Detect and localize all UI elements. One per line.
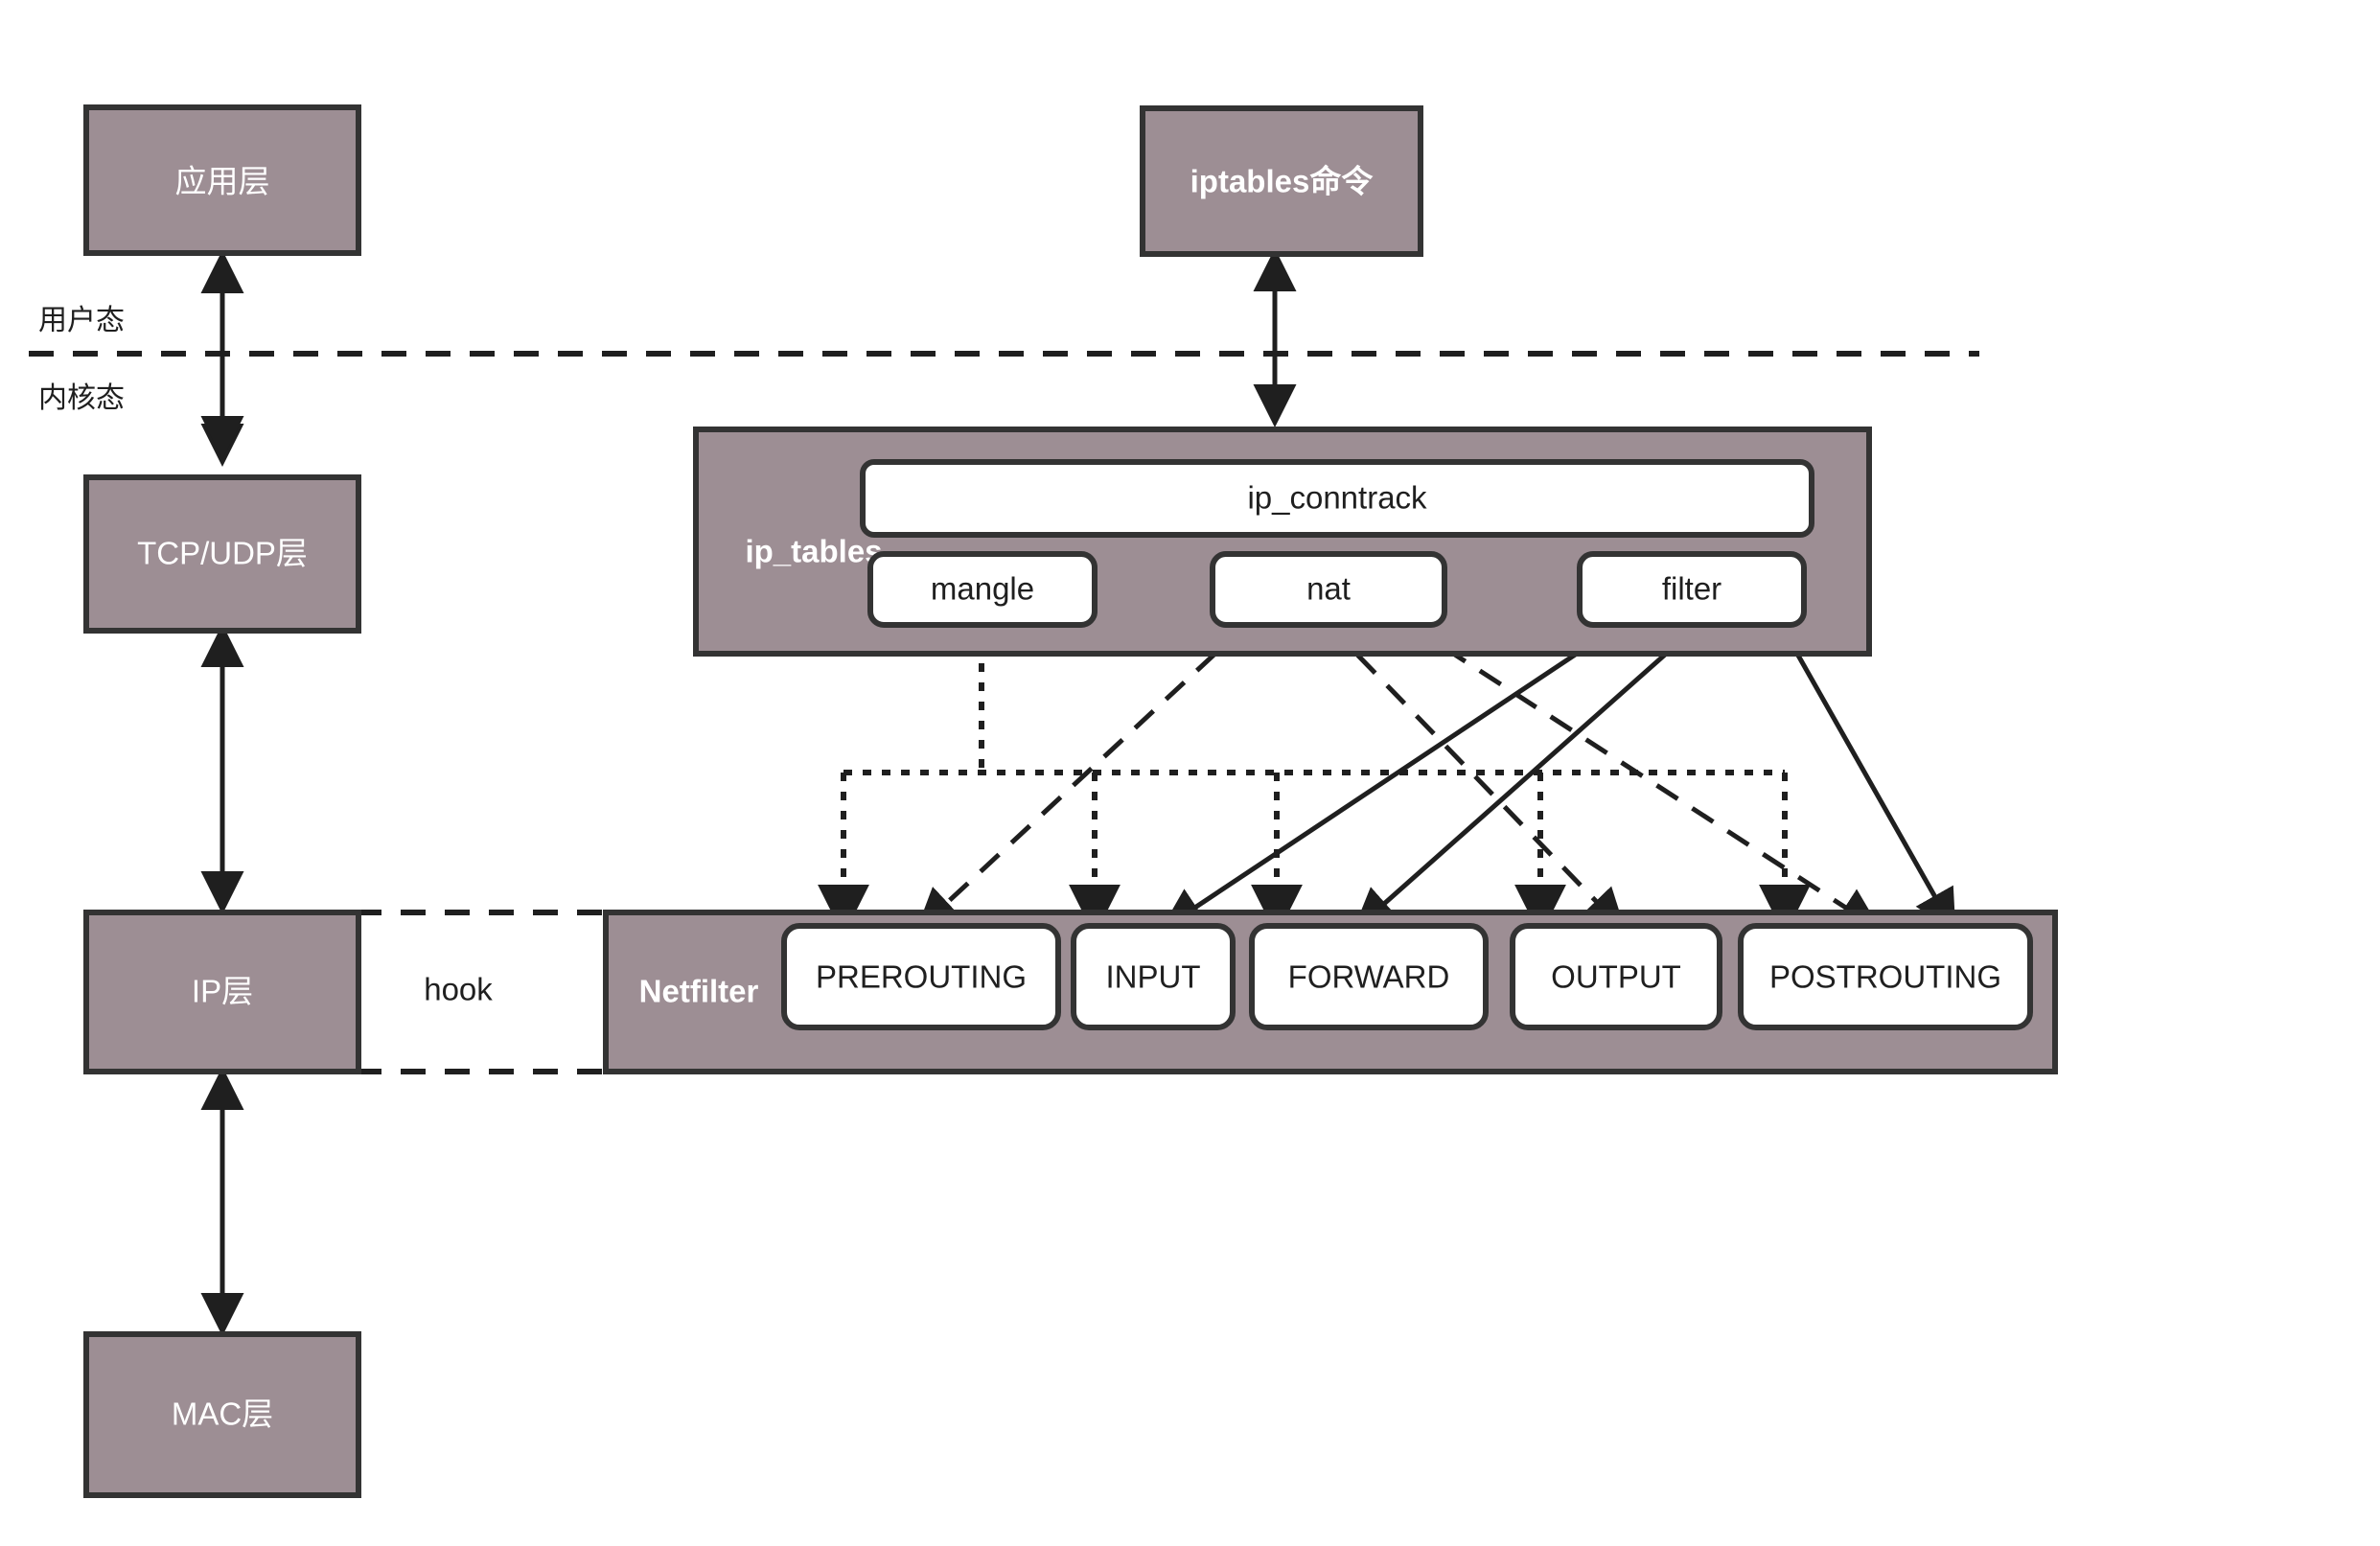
ip-layer-label: IP层 xyxy=(192,974,253,1009)
chain-prerouting-label: PREROUTING xyxy=(816,959,1027,995)
table-nat-label: nat xyxy=(1306,571,1351,607)
table-mangle-label: mangle xyxy=(931,571,1034,607)
box-chain-output[interactable]: OUTPUT xyxy=(1510,923,1722,1030)
chain-output-label: OUTPUT xyxy=(1551,959,1681,995)
box-mac-layer[interactable]: MAC层 xyxy=(83,1331,361,1498)
box-chain-forward[interactable]: FORWARD xyxy=(1249,923,1489,1030)
box-app-layer[interactable]: 应用层 xyxy=(83,104,361,256)
mac-layer-label: MAC层 xyxy=(172,1396,273,1432)
box-ip-layer[interactable]: IP层 xyxy=(83,910,361,1074)
box-ip-conntrack[interactable]: ip_conntrack xyxy=(860,459,1814,538)
ip-conntrack-label: ip_conntrack xyxy=(1247,480,1427,516)
app-layer-label: 应用层 xyxy=(175,164,270,199)
box-iptables-command[interactable]: iptables命令 xyxy=(1140,105,1423,257)
box-table-mangle[interactable]: mangle xyxy=(867,551,1098,628)
nat-to-output xyxy=(1327,623,1627,933)
table-filter-label: filter xyxy=(1662,571,1721,607)
filter-to-output xyxy=(1778,623,1956,934)
filter-to-input xyxy=(1160,622,1622,931)
iptables-command-label: iptables命令 xyxy=(1190,164,1375,199)
box-table-filter[interactable]: filter xyxy=(1577,551,1807,628)
chain-postrouting-label: POSTROUTING xyxy=(1769,959,2001,995)
filter-to-forward xyxy=(1352,623,1700,932)
chain-input-label: INPUT xyxy=(1106,959,1201,995)
box-table-nat[interactable]: nat xyxy=(1210,551,1447,628)
box-chain-input[interactable]: INPUT xyxy=(1071,923,1236,1030)
chain-forward-label: FORWARD xyxy=(1288,959,1450,995)
tcp-udp-layer-label: TCP/UDP层 xyxy=(137,536,308,571)
user-mode-label: 用户态 xyxy=(38,305,125,336)
nat-to-prerouting xyxy=(915,623,1248,933)
netfilter-label: Netfilter xyxy=(639,974,759,1009)
box-chain-prerouting[interactable]: PREROUTING xyxy=(781,923,1061,1030)
ip-tables-label: ip_tables xyxy=(745,534,882,569)
hook-label: hook xyxy=(424,972,493,1007)
box-chain-postrouting[interactable]: POSTROUTING xyxy=(1738,923,2033,1030)
nat-to-postrouting xyxy=(1407,622,1882,931)
box-tcp-udp-layer[interactable]: TCP/UDP层 xyxy=(83,474,361,634)
kernel-mode-label: 内核态 xyxy=(38,382,125,414)
